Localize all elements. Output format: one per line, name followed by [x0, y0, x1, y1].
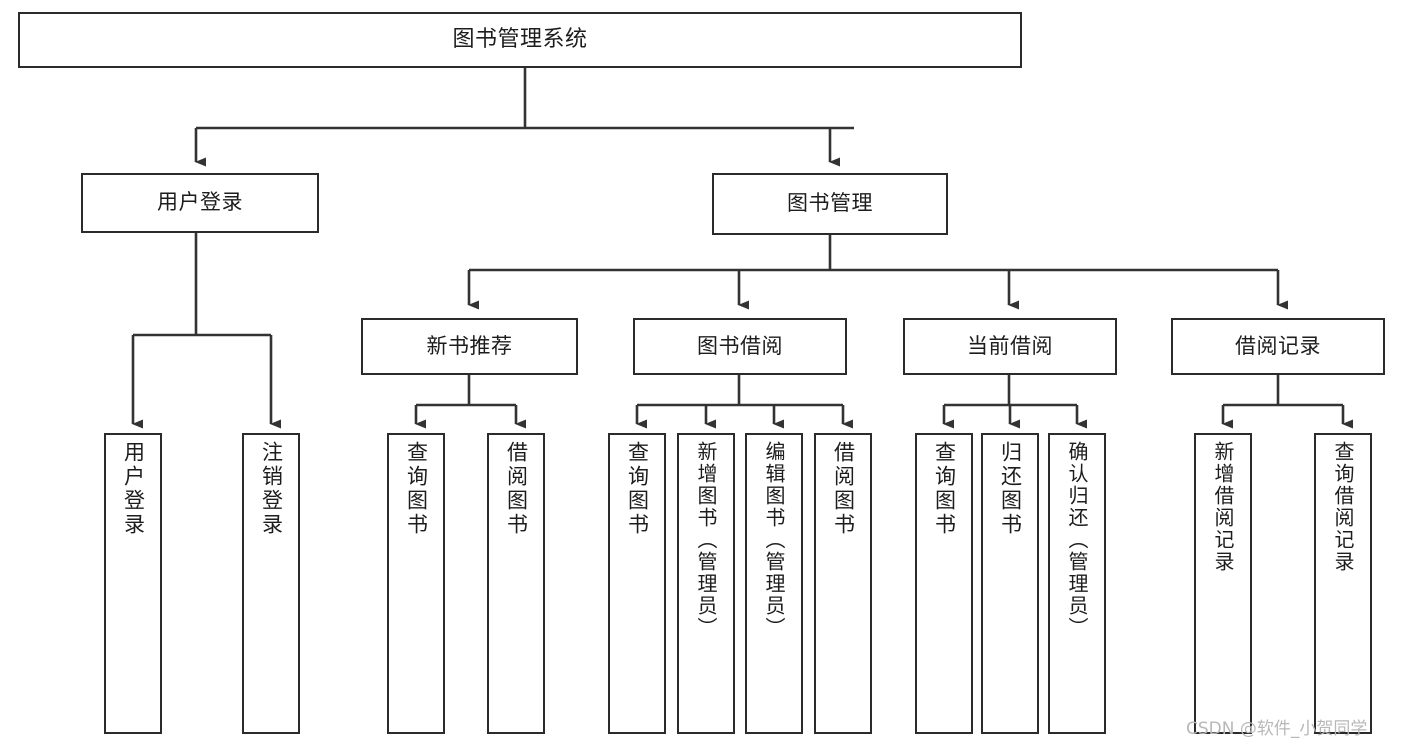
leaf-borrow-query-book[interactable]: 查询图书 [608, 433, 666, 734]
node-label: 用户登录 [157, 190, 243, 215]
node-label: 借阅图书 [831, 441, 856, 537]
leaf-borrow-edit-book-admin[interactable]: 编辑图书（管理员） [745, 433, 803, 734]
node-label: 新增图书（管理员） [694, 441, 718, 639]
node-label: 图书管理 [787, 191, 873, 216]
node-current-borrow[interactable]: 当前借阅 [903, 318, 1117, 375]
leaf-new-book-query-book[interactable]: 查询图书 [387, 433, 445, 734]
leaf-new-book-borrow-book[interactable]: 借阅图书 [487, 433, 545, 734]
leaf-borrow-add-book-admin[interactable]: 新增图书（管理员） [677, 433, 735, 734]
node-label: 借阅记录 [1235, 333, 1321, 358]
node-label: 借阅图书 [504, 441, 529, 537]
node-label: 编辑图书（管理员） [762, 441, 786, 639]
node-user-login[interactable]: 用户登录 [81, 173, 319, 233]
leaf-record-add-record[interactable]: 新增借阅记录 [1194, 433, 1252, 734]
node-label: 查询图书 [404, 441, 429, 537]
node-book-borrow[interactable]: 图书借阅 [633, 318, 847, 375]
node-label: 图书借阅 [697, 333, 783, 358]
node-label: 查询图书 [932, 441, 957, 537]
node-label: 确认归还（管理员） [1065, 441, 1089, 639]
node-label: 查询借阅记录 [1331, 441, 1355, 573]
node-label: 注销登录 [259, 441, 284, 537]
node-label: 查询图书 [625, 441, 650, 537]
leaf-record-query-record[interactable]: 查询借阅记录 [1314, 433, 1372, 734]
node-book-management[interactable]: 图书管理 [712, 173, 948, 235]
leaf-current-query-book[interactable]: 查询图书 [915, 433, 973, 734]
node-label: 用户登录 [121, 441, 146, 537]
node-label: 图书管理系统 [452, 26, 588, 52]
leaf-user-login-login[interactable]: 用户登录 [104, 433, 162, 734]
node-label: 归还图书 [998, 441, 1023, 537]
leaf-borrow-borrow-book[interactable]: 借阅图书 [814, 433, 872, 734]
node-new-book-recommend[interactable]: 新书推荐 [361, 318, 578, 375]
node-root-system[interactable]: 图书管理系统 [18, 12, 1022, 68]
leaf-current-return-book[interactable]: 归还图书 [981, 433, 1039, 734]
leaf-user-login-logout[interactable]: 注销登录 [242, 433, 300, 734]
node-label: 当前借阅 [967, 333, 1053, 358]
node-borrow-record[interactable]: 借阅记录 [1171, 318, 1385, 375]
node-label: 新增借阅记录 [1211, 441, 1235, 573]
node-label: 新书推荐 [426, 333, 513, 358]
leaf-current-confirm-return-admin[interactable]: 确认归还（管理员） [1048, 433, 1106, 734]
watermark: CSDN @软件_小贺同学 [1186, 719, 1368, 739]
